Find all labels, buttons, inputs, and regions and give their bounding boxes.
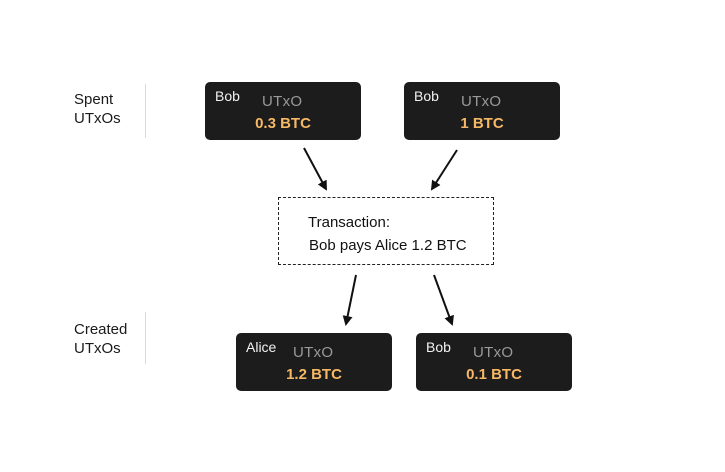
arrow-spent-2-to-transaction [430, 149, 458, 191]
utxo-amount: 0.1 BTC [466, 366, 522, 383]
utxo-owner: Bob [414, 88, 439, 104]
utxo-kind: UTxO [293, 344, 334, 361]
arrow-spent-1-to-transaction [303, 147, 327, 191]
created-utxos-label: Created UTxOs [74, 321, 128, 357]
transaction-box: Transaction: Bob pays Alice 1.2 BTC [278, 197, 494, 265]
utxo-kind: UTxO [461, 93, 502, 110]
spent-utxos-label: Spent UTxOs [74, 91, 121, 127]
spent-divider [145, 84, 146, 138]
transaction-title: Transaction: [308, 214, 390, 231]
transaction-description: Bob pays Alice 1.2 BTC [309, 237, 467, 254]
spent-utxo-2: Bob UTxO 1 BTC [404, 82, 560, 140]
utxo-amount: 0.3 BTC [255, 115, 311, 132]
spent-utxo-1: Bob UTxO 0.3 BTC [205, 82, 361, 140]
created-utxo-2: Bob UTxO 0.1 BTC [416, 333, 572, 391]
created-divider [145, 312, 146, 364]
arrow-transaction-to-created-1 [342, 274, 357, 326]
utxo-kind: UTxO [262, 93, 303, 110]
utxo-owner: Bob [215, 88, 240, 104]
arrow-transaction-to-created-2 [433, 274, 454, 326]
utxo-amount: 1 BTC [460, 115, 504, 132]
utxo-kind: UTxO [473, 344, 514, 361]
created-utxo-1: Alice UTxO 1.2 BTC [236, 333, 392, 391]
utxo-owner: Bob [426, 339, 451, 355]
utxo-owner: Alice [246, 339, 277, 355]
utxo-amount: 1.2 BTC [286, 366, 342, 383]
